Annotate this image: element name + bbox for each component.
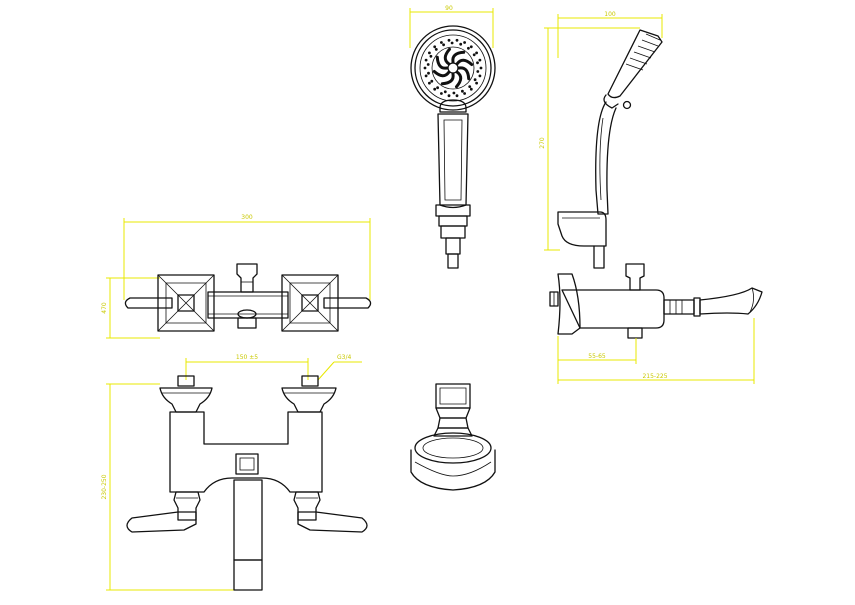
swirl-petal bbox=[435, 55, 449, 70]
dim-bracket-height: 270 bbox=[539, 137, 546, 149]
nozzle-dot bbox=[427, 71, 430, 75]
nozzle-dot bbox=[440, 41, 443, 44]
nozzle-dot bbox=[443, 90, 447, 94]
hand-shower-side-view: 100 270 bbox=[539, 11, 663, 269]
nozzle-dot bbox=[468, 85, 472, 88]
spray-nozzles bbox=[423, 38, 483, 98]
hand-shower-front-view: 90 bbox=[409, 5, 496, 269]
wall-bracket-view bbox=[410, 383, 496, 491]
nozzle-dot bbox=[428, 81, 431, 85]
nozzle-dot bbox=[433, 45, 437, 49]
nozzle-dot bbox=[459, 42, 463, 46]
nozzle-dot bbox=[440, 92, 443, 95]
nozzle-dot bbox=[472, 53, 476, 57]
nozzle-dot bbox=[473, 78, 477, 82]
dim-handshower-width: 90 bbox=[445, 5, 453, 12]
nozzle-dot bbox=[433, 87, 437, 91]
nozzle-dot bbox=[424, 58, 428, 62]
nozzle-dot bbox=[478, 74, 482, 78]
spray-swirl bbox=[432, 47, 474, 89]
nozzle-dot bbox=[475, 81, 478, 85]
swirl-petal bbox=[457, 66, 471, 81]
mixer-top-view: 300 470 bbox=[101, 214, 372, 339]
mixer-front-view: 150 ±5 G3/4 230-250 bbox=[101, 354, 368, 591]
nozzle-dot bbox=[452, 91, 456, 95]
nozzle-dot bbox=[447, 38, 451, 42]
dim-spout-offset: 55-65 bbox=[588, 353, 606, 360]
nozzle-dot bbox=[430, 79, 434, 83]
dim-mixer-height: 230-250 bbox=[101, 474, 108, 499]
dim-front-width: 300 bbox=[241, 214, 253, 221]
swirl-petal bbox=[455, 58, 474, 66]
nozzle-dot bbox=[478, 58, 482, 62]
nozzle-dot bbox=[469, 45, 473, 49]
label-thread: G3/4 bbox=[337, 354, 351, 361]
nozzle-dot bbox=[447, 94, 451, 98]
nozzle-dot bbox=[436, 86, 439, 90]
nozzle-dot bbox=[467, 46, 470, 50]
dim-center-distance: 150 ±5 bbox=[236, 354, 258, 361]
nozzle-dot bbox=[423, 66, 427, 70]
swirl-petal bbox=[455, 70, 463, 89]
swirl-petal bbox=[440, 72, 455, 86]
dim-spout-length: 215-225 bbox=[642, 373, 667, 380]
swirl-petal bbox=[451, 50, 466, 64]
swirl-petal bbox=[432, 70, 451, 78]
dim-bracket-width: 100 bbox=[604, 11, 616, 18]
nozzle-dot bbox=[455, 94, 459, 98]
nozzle-dot bbox=[429, 54, 433, 58]
nozzle-dot bbox=[450, 41, 454, 45]
nozzle-dot bbox=[463, 41, 466, 44]
nozzle-dot bbox=[428, 51, 431, 55]
nozzle-dot bbox=[424, 74, 428, 78]
mixer-side-view: 55-65 215-225 bbox=[549, 263, 763, 384]
nozzle-dot bbox=[479, 66, 483, 70]
nozzle-dot bbox=[469, 87, 473, 91]
nozzle-dot bbox=[475, 51, 478, 55]
dim-front-height: 470 bbox=[101, 302, 108, 314]
nozzle-dot bbox=[461, 89, 464, 93]
swirl-petal bbox=[443, 47, 451, 66]
nozzle-dot bbox=[434, 48, 438, 51]
nozzle-dot bbox=[463, 92, 466, 95]
nozzle-dot bbox=[476, 61, 479, 65]
nozzle-dot bbox=[442, 43, 445, 47]
nozzle-dot bbox=[476, 70, 480, 73]
nozzle-dot bbox=[455, 38, 459, 42]
nozzle-dot bbox=[426, 63, 430, 66]
